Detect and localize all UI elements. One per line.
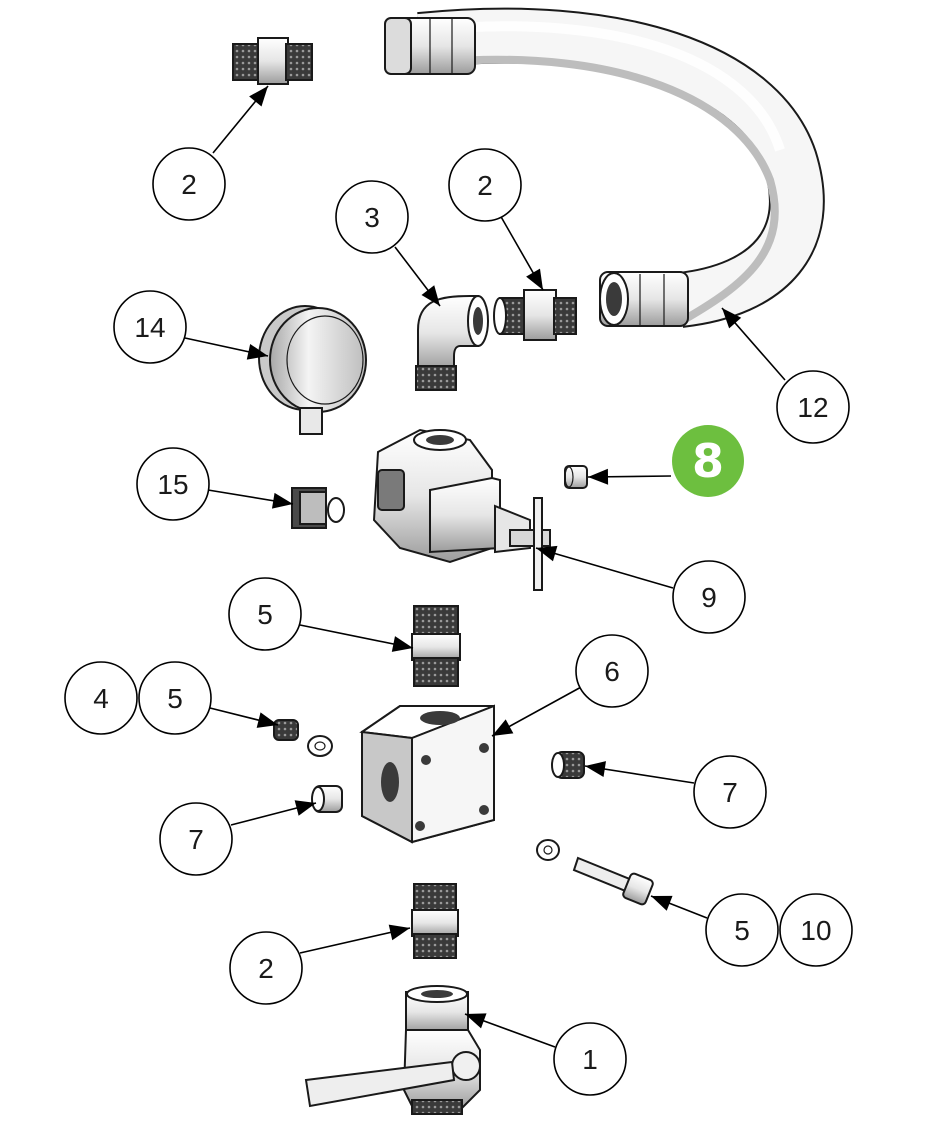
callout-elbow: 3 <box>335 180 409 254</box>
callout-circle <box>229 931 303 1005</box>
arrowhead-cap-right <box>585 761 606 777</box>
arrowhead-nipple-lower <box>388 924 410 941</box>
cap-left-part <box>311 785 343 813</box>
callout-valve: 1 <box>553 1022 627 1096</box>
callout-label: 3 <box>364 202 380 233</box>
fitting-left-part <box>291 487 345 529</box>
callout-circle <box>113 290 187 364</box>
callout-circle <box>138 661 212 735</box>
arrowhead-bolt-a <box>651 895 673 911</box>
callout-circle <box>705 893 779 967</box>
callout-screw-left-a: 4 <box>64 661 138 735</box>
callout-circle <box>553 1022 627 1096</box>
cap-right-part <box>551 751 585 779</box>
callout-label: 2 <box>477 170 493 201</box>
callout-circle <box>575 634 649 708</box>
callout-label: 5 <box>734 915 750 946</box>
callout-plug-small: 8 <box>672 425 744 497</box>
callout-label: 7 <box>722 777 738 808</box>
callout-label: 2 <box>181 169 197 200</box>
callout-circle <box>672 560 746 634</box>
callout-label: 12 <box>797 392 828 423</box>
callout-nipple-upper: 5 <box>228 577 302 651</box>
callout-block: 6 <box>575 634 649 708</box>
regulator-part <box>372 428 551 591</box>
elbow-part <box>415 295 489 391</box>
arrowhead-fitting-top-left <box>249 86 268 107</box>
callout-gauge: 14 <box>113 290 187 364</box>
arrowhead-cap-left <box>294 800 316 816</box>
valve-part <box>304 985 481 1115</box>
leader-lines <box>184 85 786 1048</box>
callout-fitting-mid: 2 <box>448 148 522 222</box>
arrowhead-nipple-upper <box>391 636 413 652</box>
fitting-top-left-part <box>232 37 313 85</box>
callout-circle <box>776 370 850 444</box>
arrowhead-block <box>492 719 514 736</box>
arrowhead-gauge <box>246 343 268 360</box>
bolt-part <box>536 839 654 906</box>
block-part <box>359 704 495 844</box>
callout-circle <box>228 577 302 651</box>
callout-label: 5 <box>257 599 273 630</box>
callout-nipple-lower: 2 <box>229 931 303 1005</box>
callout-fitting-left: 15 <box>136 447 210 521</box>
callout-bolt-b: 10 <box>779 893 853 967</box>
callouts: 2 3 2 12 14 8 15 9 5 6 4 5 7 7 5 10 2 1 <box>64 147 853 1096</box>
hose-bottom-fitting <box>599 271 689 327</box>
nipple-lower-part <box>411 883 459 959</box>
arrowhead-plug-small <box>588 468 609 485</box>
callout-circle <box>136 447 210 521</box>
callout-label: 1 <box>582 1044 598 1075</box>
callout-circle <box>672 425 744 497</box>
callout-label: 8 <box>692 434 724 488</box>
callout-bolt-a: 5 <box>705 893 779 967</box>
callout-label: 10 <box>800 915 831 946</box>
callout-circle <box>152 147 226 221</box>
callout-circle <box>64 661 138 735</box>
callout-label: 14 <box>134 312 165 343</box>
arrowhead-fitting-mid <box>526 268 543 290</box>
hose-top-fitting <box>384 17 476 75</box>
fitting-mid-part <box>493 289 577 341</box>
callout-circle <box>159 802 233 876</box>
arrowhead-handle <box>536 545 558 562</box>
arrowhead-elbow <box>421 285 440 306</box>
screw-left-part <box>273 719 333 757</box>
plug-small-part <box>564 465 588 489</box>
callout-handle: 9 <box>672 560 746 634</box>
callout-label: 2 <box>258 953 274 984</box>
callout-label: 5 <box>167 683 183 714</box>
arrowhead-screw-left-b <box>256 712 278 728</box>
callout-label: 15 <box>157 469 188 500</box>
callout-circle <box>779 893 853 967</box>
callout-screw-left-b: 5 <box>138 661 212 735</box>
callout-circle <box>693 755 767 829</box>
callout-circle <box>335 180 409 254</box>
callout-label: 7 <box>188 824 204 855</box>
callout-label: 6 <box>604 656 620 687</box>
callout-cap-left: 7 <box>159 802 233 876</box>
callout-label: 4 <box>93 683 109 714</box>
callout-cap-right: 7 <box>693 755 767 829</box>
arrowhead-hose <box>722 308 742 329</box>
callout-label: 9 <box>701 582 717 613</box>
arrowhead-valve <box>465 1013 487 1029</box>
hose-part <box>384 7 825 328</box>
arrowhead-fitting-left <box>271 492 293 509</box>
callout-hose: 12 <box>776 370 850 444</box>
nipple-upper-part <box>411 605 461 687</box>
gauge-part <box>258 305 367 435</box>
callout-fitting-top-left: 2 <box>152 147 226 221</box>
callout-circle <box>448 148 522 222</box>
leader-line-handle <box>535 547 674 589</box>
